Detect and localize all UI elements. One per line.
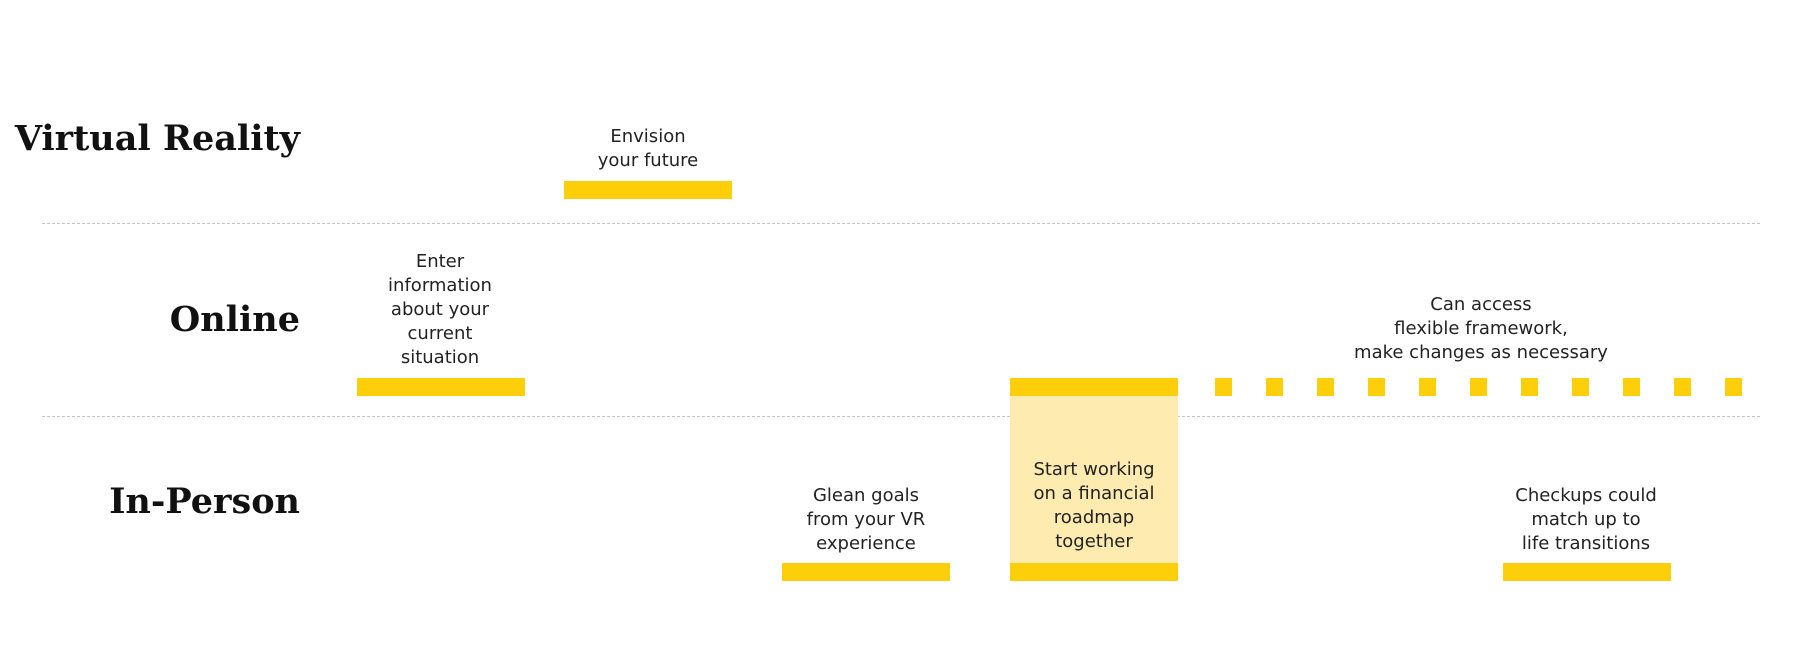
step-start-working: Start working on a financial roadmap tog…	[1033, 459, 1155, 552]
step-access-framework: Can access flexible framework, make chan…	[1354, 294, 1608, 363]
step-envision-future: Envision your future	[597, 126, 699, 171]
bar-start-working-online	[1010, 378, 1178, 396]
step-enter-information: Enter information about your current sit…	[388, 251, 492, 368]
bar-glean-goals	[782, 563, 950, 581]
lane-label-in-person: In-Person	[109, 481, 300, 522]
step-checkups: Checkups could match up to life transiti…	[1515, 485, 1657, 554]
bar-enter-information	[357, 378, 525, 396]
bar-start-working-in-person	[1010, 563, 1178, 581]
bar-checkups	[1503, 563, 1671, 581]
lane-divider-online-in-person	[42, 416, 1760, 417]
lane-label-virtual-reality: Virtual Reality	[14, 118, 300, 159]
lane-divider-vr-online	[42, 223, 1760, 224]
bar-envision-future	[564, 181, 732, 199]
lane-label-online: Online	[169, 299, 300, 340]
collaboration-highlight	[1010, 378, 1178, 580]
step-glean-goals: Glean goals from your VR experience	[806, 485, 926, 554]
